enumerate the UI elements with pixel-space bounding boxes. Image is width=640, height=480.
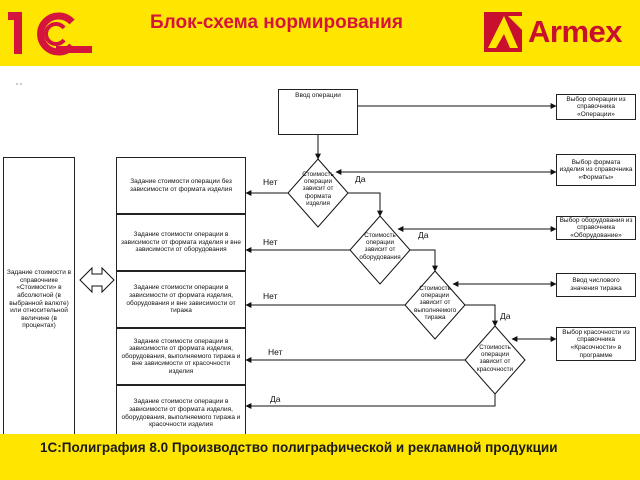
page-title: Блок-схема нормирования [150, 12, 403, 33]
right-box-equipment: Выбор оборудования из справочника «Обору… [556, 216, 636, 240]
decision-text-4: Стоимость операции зависит от красочност… [476, 344, 514, 373]
start-box: Ввод операции [278, 89, 358, 135]
label-no-1: Нет [263, 177, 278, 187]
right-box-operations: Выбор операции из справочника «Операции» [556, 94, 636, 120]
decision-diamond-2 [349, 215, 411, 285]
1c-logo [8, 12, 92, 56]
label-yes-1: Да [355, 174, 366, 184]
armex-logo [484, 12, 522, 52]
flowchart-lines [16, 83, 557, 409]
label-no-4: Нет [268, 347, 283, 357]
flowchart: Ввод операции Задание стоимости в справо… [0, 66, 640, 442]
footer-title: 1С:Полиграфия 8.0 Производство полиграфи… [40, 440, 558, 455]
decision-text-3: Стоимость операции зависит от выполняемо… [414, 285, 457, 321]
label-no-3: Нет [263, 291, 278, 301]
label-yes-4: Да [270, 394, 281, 404]
right-box-print-run: Ввод числового значения тиража [556, 273, 636, 297]
left-summary-box: Задание стоимости в справочнике «Стоимос… [3, 157, 75, 442]
header-bar [0, 0, 640, 66]
armex-logo-text: Armex [528, 14, 623, 49]
decision-text-2: Стоимость операции зависит от оборудован… [359, 232, 401, 261]
cost-box-3: Задание стоимости операции в зависимости… [116, 271, 246, 328]
decision-diamond-3 [404, 270, 466, 340]
decision-diamond-1 [287, 158, 349, 228]
cost-box-2: Задание стоимости операции в зависимости… [116, 214, 246, 271]
cost-box-4: Задание стоимости операции в зависимости… [116, 328, 246, 385]
right-box-colors: Выбор красочности из справочника «Красоч… [556, 327, 636, 361]
label-no-2: Нет [263, 237, 278, 247]
footer-bar [0, 434, 640, 480]
cost-box-5: Задание стоимости операции в зависимости… [116, 385, 246, 442]
cost-box-1: Задание стоимости операции без зависимос… [116, 157, 246, 214]
label-yes-2: Да [418, 230, 429, 240]
label-yes-3: Да [500, 311, 511, 321]
right-box-formats: Выбор формата изделия из справочника «Фо… [556, 154, 636, 186]
decision-text-1: Стоимость операции зависит от формата из… [302, 171, 334, 207]
